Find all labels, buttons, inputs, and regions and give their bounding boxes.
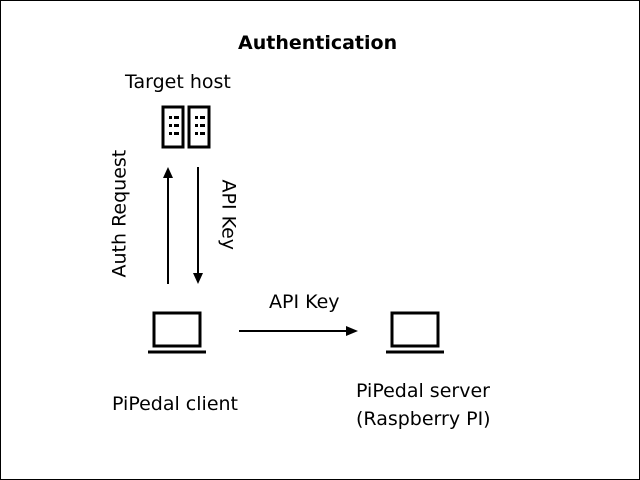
client-label: PiPedal client (112, 393, 238, 415)
target-host-label: Target host (125, 71, 231, 93)
server-icon (161, 105, 211, 149)
diagram-title: Authentication (238, 32, 398, 54)
server-label-line2: (Raspberry PI) (356, 408, 491, 430)
api-key-horizontal-label: API Key (269, 291, 340, 313)
auth-request-label: Auth Request (108, 149, 131, 278)
api-key-vertical-label: API Key (217, 179, 240, 251)
api-key-horizontal-arrow (239, 326, 358, 336)
server-label-line1: PiPedal server (356, 380, 490, 402)
client-laptop-icon (148, 311, 206, 354)
vertical-arrows (163, 167, 203, 284)
server-laptop-icon (386, 311, 444, 354)
